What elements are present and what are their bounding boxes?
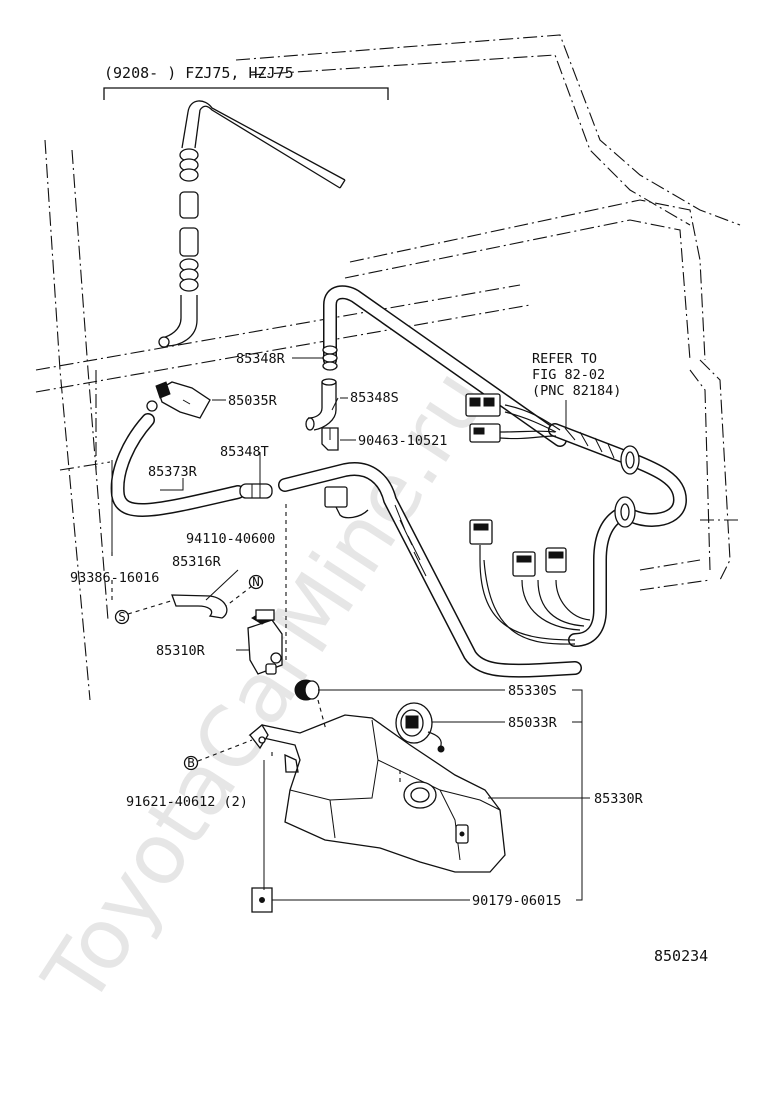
label-85330R[interactable]: 85330R: [594, 791, 644, 807]
symbol-b: B: [183, 755, 199, 771]
label-94110-40600[interactable]: 94110-40600: [186, 531, 275, 547]
label-91621-40612[interactable]: 91621-40612 (2): [126, 794, 248, 810]
symbol-s: S: [114, 609, 130, 625]
grommet-85330S: [294, 679, 320, 701]
label-85033R[interactable]: 85033R: [508, 715, 558, 731]
svg-text:S: S: [118, 609, 126, 624]
refer-line-1: REFER TO: [532, 351, 597, 367]
label-90179-06015[interactable]: 90179-06015: [472, 893, 561, 909]
hose-85348-assembly: [305, 285, 567, 451]
label-85316R[interactable]: 85316R: [172, 554, 222, 570]
refer-line-2: FIG 82-02: [532, 367, 605, 383]
symbol-n: N: [248, 574, 264, 590]
header-bracket: (9208- ) FZJ75, HZJ75: [103, 64, 389, 100]
label-85330S[interactable]: 85330S: [508, 683, 557, 699]
vehicle-body-outline: [35, 34, 741, 701]
leader-lines: [111, 357, 590, 901]
washer-tank: [248, 714, 506, 913]
hose-85373R: [110, 413, 273, 517]
clamp-85316R: [171, 594, 228, 619]
label-93386-16016[interactable]: 93386-16016: [70, 570, 159, 586]
refer-line-3: (PNC 82184): [532, 383, 621, 399]
washer-nozzle: [146, 381, 211, 419]
optional-hose-assembly: [158, 100, 346, 348]
label-85348R[interactable]: 85348R: [236, 351, 286, 367]
label-85348S[interactable]: 85348S: [350, 390, 399, 406]
main-washer-hose: [278, 462, 582, 678]
bracket-label: (9208- ) FZJ75, HZJ75: [104, 64, 294, 82]
label-85310R[interactable]: 85310R: [156, 643, 206, 659]
level-sensor: [395, 702, 445, 753]
svg-text:B: B: [187, 755, 195, 770]
svg-text:N: N: [252, 574, 260, 589]
label-85035R[interactable]: 85035R: [228, 393, 278, 409]
label-85373R[interactable]: 85373R: [148, 464, 198, 480]
label-85348T[interactable]: 85348T: [220, 444, 269, 460]
washer-pump: [247, 609, 283, 675]
part-labels: REFER TO FIG 82-02 (PNC 82184) 85348R 85…: [70, 351, 708, 965]
figure-number: 850234: [654, 947, 708, 965]
label-90463-10521[interactable]: 90463-10521: [358, 433, 447, 449]
wiring-harness: [465, 393, 687, 647]
